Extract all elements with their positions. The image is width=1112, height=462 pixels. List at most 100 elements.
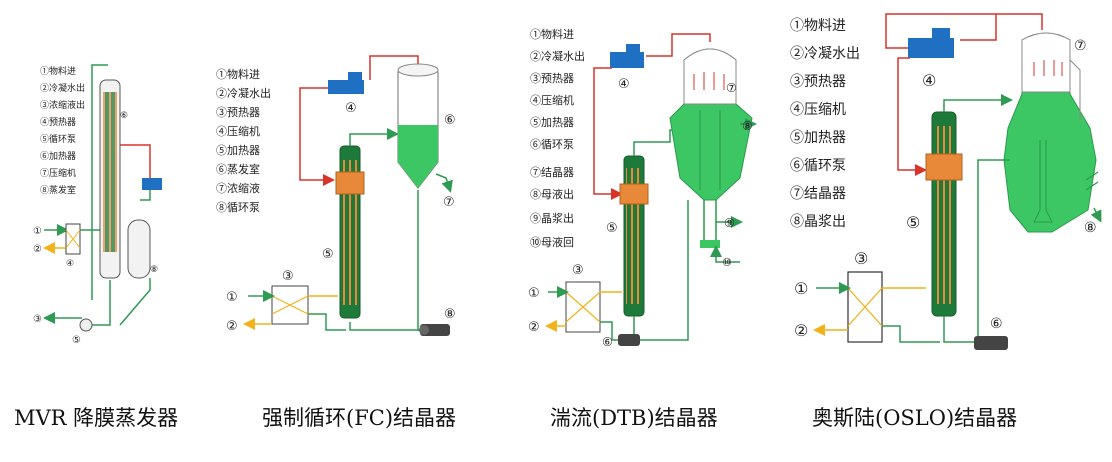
marker-condensate: ② [33,244,42,255]
vapor-pipe-to-compressor [960,14,997,41]
legend-item: ①物料进 [790,18,846,34]
compressed-vapor-pipe [897,57,927,176]
slurry-nozzles [1085,171,1099,191]
legend-item: ①物料进 [40,65,76,77]
panel-mvr-legend: ①物料进 ②冷凝水出 ③浓缩液出 ④预热器 ⑤循环泵 ⑥加热器 ⑦压缩机 ⑧蒸发… [40,65,85,196]
heater-steam-jacket [335,171,365,195]
panel-oslo-caption: 奥斯陆(OSLO)结晶器 [812,406,1017,430]
preheater-crossflow [847,287,883,327]
preheated-feed-pipe [308,313,346,331]
marker-mother-liquor-out: ⑧ [742,119,753,133]
crystallizer-bottom [700,240,720,248]
marker-evaporator: ⑥ [444,113,456,128]
panel-oslo-legend: ①物料进 ②冷凝水出 ③预热器 ④压缩机 ⑤加热器 ⑥循环泵 ⑦结晶器 ⑧晶浆出 [790,18,860,230]
marker-heater: ⑤ [606,221,618,236]
vapor-flow-arrows [1033,60,1063,76]
panel-fc-caption: 强制循环(FC)结晶器 [262,406,456,430]
marker-mother-liquor-return: ⑩ [722,256,732,269]
legend-item: ⑦压缩机 [40,167,76,179]
preheater-crossflow [565,291,601,323]
legend-item: ⑧母液出 [530,187,574,201]
circulation-pump [79,318,93,332]
pump-suction-pipe [90,280,111,326]
preheater-crossflow [65,229,81,249]
legend-item: ⑤加热器 [530,116,574,129]
pump-to-heater-pipe [349,322,420,331]
panel-oslo: ①物料进 ②冷凝水出 ③预热器 ④压缩机 ⑤加热器 ⑥循环泵 ⑦结晶器 ⑧晶浆出 [790,13,1102,430]
marker-preheater: ③ [854,249,868,268]
vapor-pipe [369,55,419,80]
legend-item: ⑦结晶器 [530,166,574,179]
legend-item: ⑧循环泵 [216,201,260,214]
legend-item: ⑤加热器 [790,130,846,146]
legend-item: ⑧晶浆出 [790,214,846,230]
legend-item: ⑦结晶器 [790,186,846,202]
central-downtube [1033,140,1053,223]
heater-steam-jacket [925,153,963,181]
compressor [328,80,364,94]
marker-pump: ⑥ [990,316,1003,332]
legend-item: ②冷凝水出 [216,86,271,100]
pump-to-heater-pipe [943,316,974,343]
legend-item: ③预热器 [790,74,846,90]
preheater-crossflow [271,295,309,315]
marker-concentrate: ③ [33,314,42,325]
compressed-vapor-pipe [593,67,623,200]
marker-condensate: ② [226,319,238,334]
marker-concentrate: ⑦ [443,195,455,210]
vapor-pipe [646,33,711,57]
marker-slurry-out: ⑨ [724,216,735,230]
feed-pipe [91,64,108,300]
vapor-pipe [120,144,151,180]
crystallizer-vapor-space [683,48,737,105]
compressed-vapor-pipe [299,87,335,186]
marker-feed: ① [794,279,808,298]
marker-heater: ⑥ [120,111,128,121]
pump-casing [419,325,429,335]
legend-item: ②冷凝水出 [790,46,860,62]
evaporation-chamber-liquid [398,125,438,188]
legend-item: ④压缩机 [216,124,260,138]
marker-crystallizer: ⑦ [1074,38,1087,54]
preheated-feed-pipe [882,325,940,343]
pump-discharge-pipe [119,278,151,326]
panel-dtb-legend: ①物料进 ②冷凝水出 ③预热器 ④压缩机 ⑤加热器 ⑥循环泵 ⑦结晶器 ⑧母液出… [530,27,585,249]
legend-item: ⑩母液回 [530,235,574,249]
legend-item: ③预热器 [216,106,260,119]
marker-compressor: ④ [922,71,936,90]
concentrate-outlet-pipe [435,173,453,193]
marker-pump: ⑥ [602,335,613,349]
marker-preheater: ④ [66,259,74,269]
legend-item: ⑥循环泵 [530,138,574,151]
compressor [142,178,162,190]
overflow-line [1069,59,1081,120]
circulation-outlet-pipe [943,94,1013,112]
marker-heater: ⑤ [322,247,334,262]
vapor-flow-arrows [693,72,725,90]
marker-slurry-out: ⑧ [1084,220,1097,236]
marker-preheater: ③ [572,263,584,278]
marker-feed: ① [226,290,238,305]
slurry-outlet-pipe [1090,207,1102,223]
marker-feed: ① [33,226,42,237]
legend-item: ③预热器 [530,72,574,85]
legend-item: ②冷凝水出 [530,49,585,63]
legend-item: ⑤循环泵 [40,133,76,145]
legend-item: ①物料进 [216,67,260,81]
legend-item: ②冷凝水出 [40,82,85,94]
circulation-pump [974,336,1008,350]
marker-pump: ⑤ [72,335,81,346]
marker-heater: ⑤ [906,213,920,232]
compressor-return-pipe [140,190,151,201]
compressor [908,38,954,58]
marker-condensate: ② [794,321,808,340]
circulation-pump [618,334,640,346]
panel-dtb-caption: 湍流(DTB)结晶器 [550,406,718,430]
legend-item: ④压缩机 [790,102,846,118]
heater-tube-bundle [103,92,117,252]
marker-pump: ⑧ [444,307,456,322]
panel-mvr: ①物料进 ②冷凝水出 ③浓缩液出 ④预热器 ⑤循环泵 ⑥加热器 ⑦压缩机 ⑧蒸发… [14,64,178,430]
elutriation-leg [703,200,717,240]
draft-tube [699,110,721,190]
